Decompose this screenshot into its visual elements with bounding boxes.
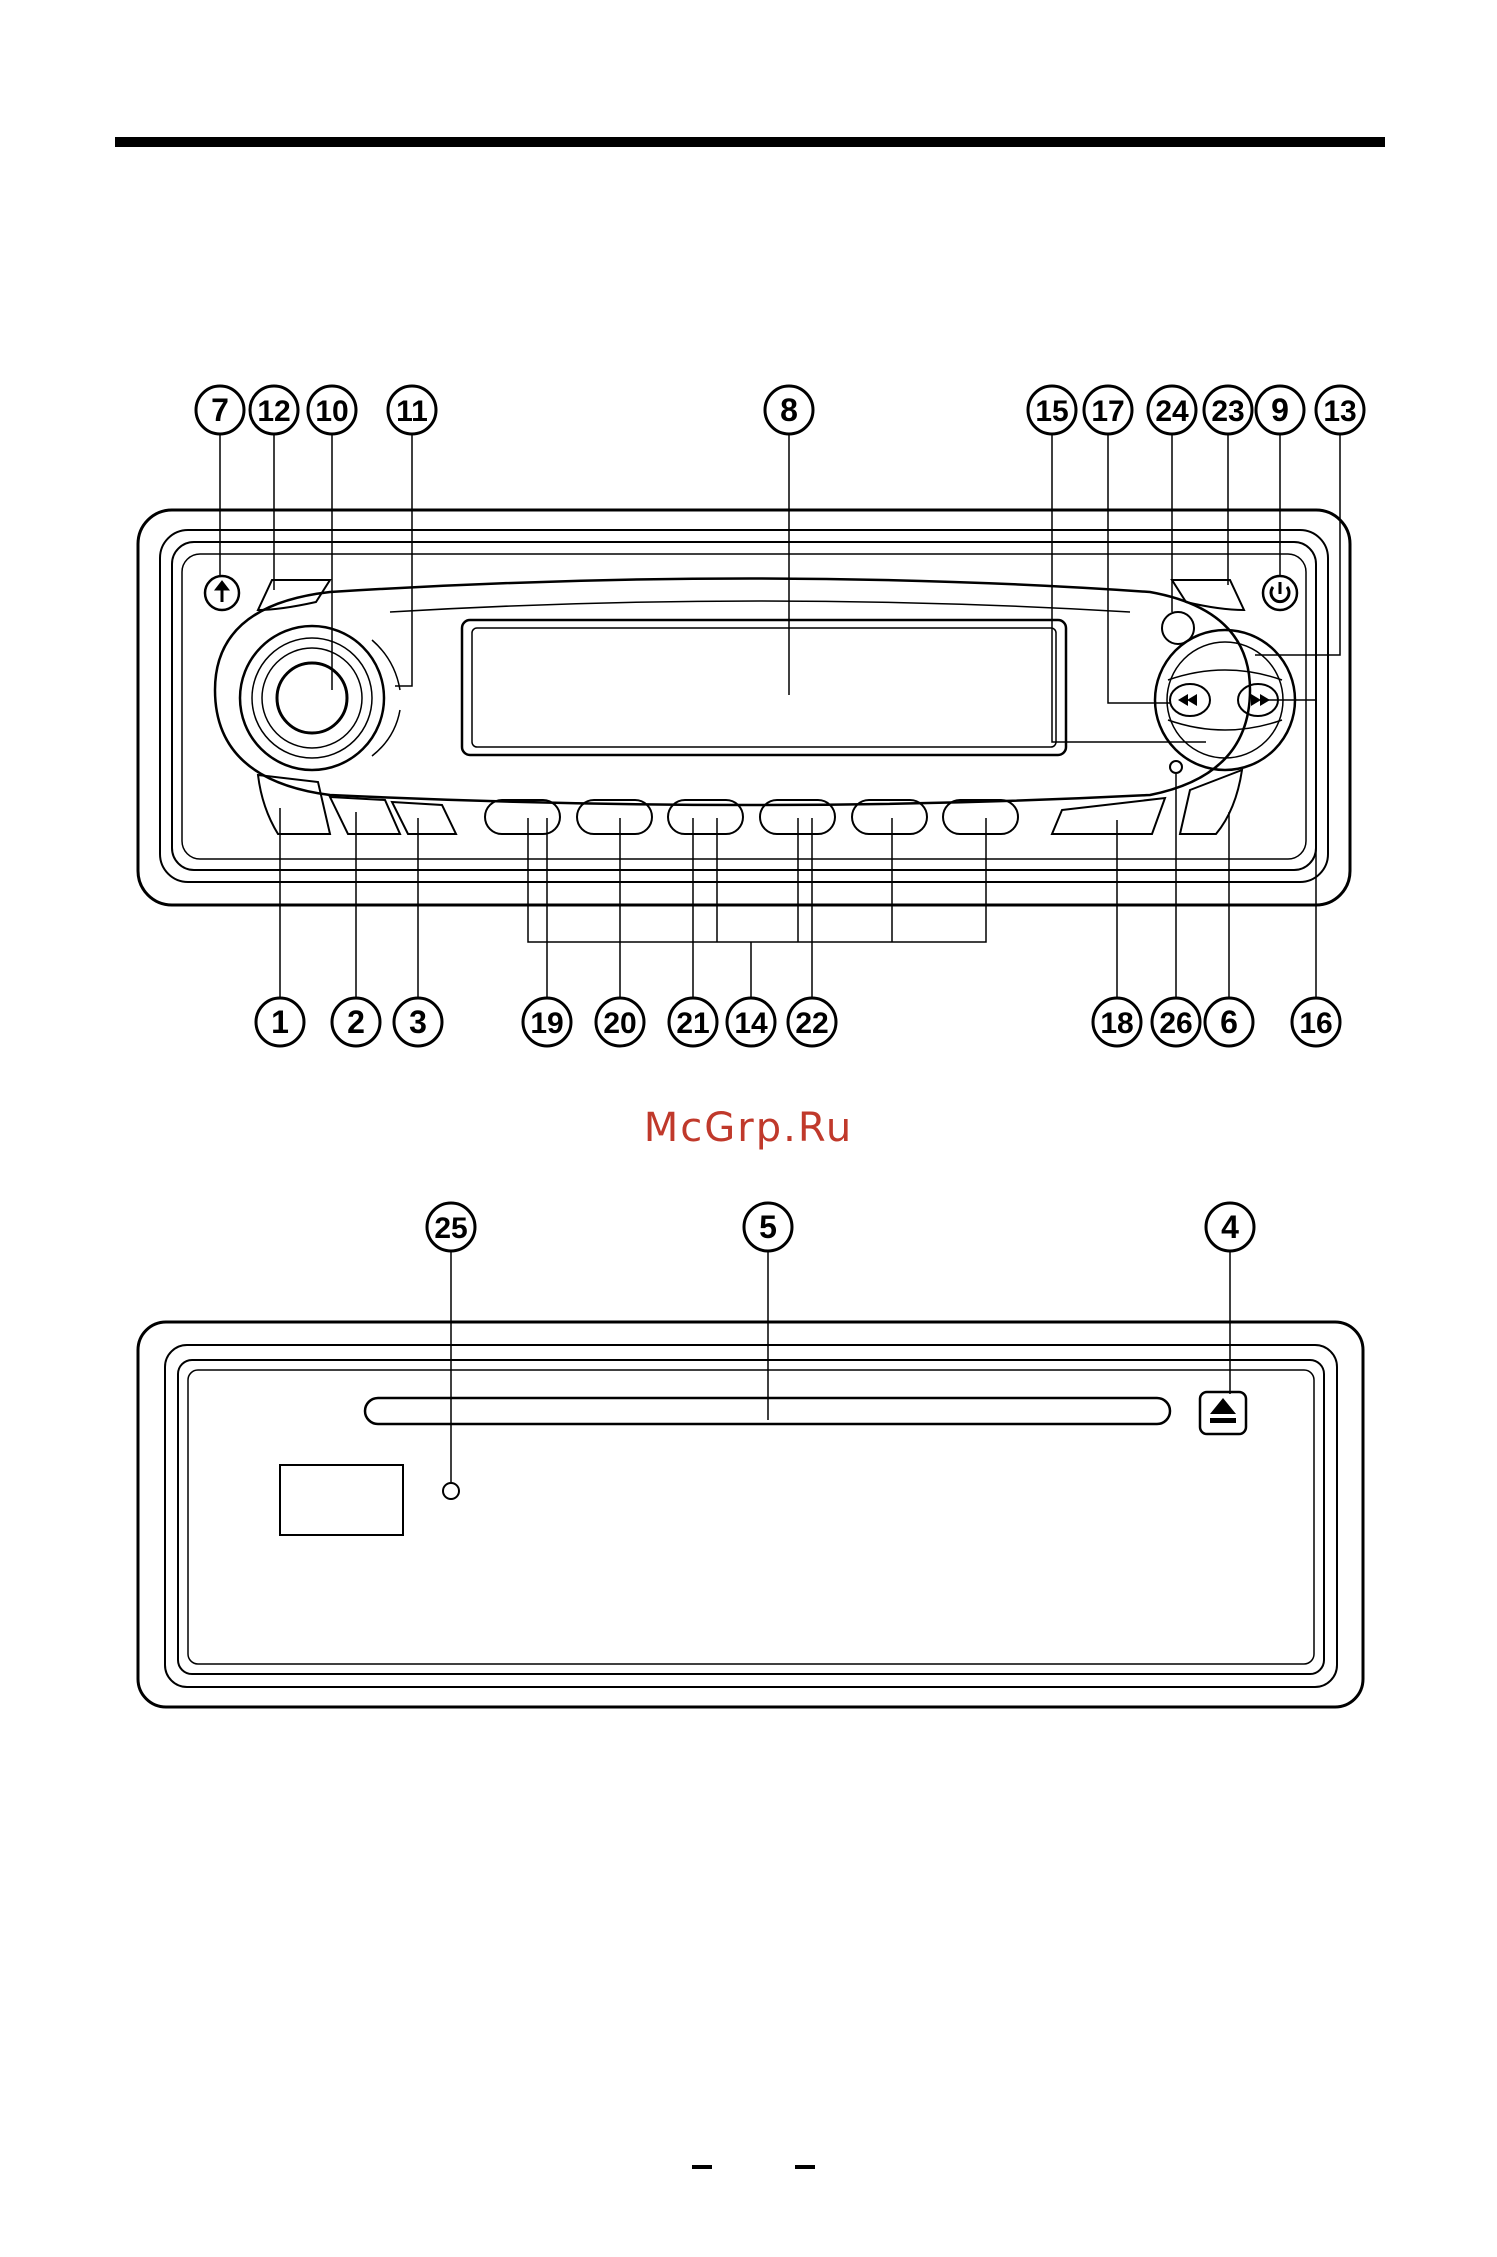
- button-3[interactable]: [392, 802, 456, 834]
- rewind-icon: [1178, 694, 1197, 706]
- callout-label: 6: [1220, 1004, 1238, 1040]
- callout-label: 14: [734, 1007, 768, 1040]
- callout-label: 26: [1159, 1007, 1192, 1040]
- callout-label: 18: [1100, 1007, 1133, 1040]
- callout-15: 15: [1028, 386, 1076, 434]
- callout-label: 8: [780, 392, 798, 428]
- callout-18: 18: [1093, 998, 1141, 1046]
- callout-7: 7: [196, 386, 244, 434]
- button-6[interactable]: [1180, 770, 1242, 834]
- callout-25: 25: [427, 1203, 475, 1251]
- callout-22: 22: [788, 998, 836, 1046]
- mode-button[interactable]: [1172, 580, 1244, 610]
- callout-label: 12: [257, 395, 290, 428]
- callout-24: 24: [1148, 386, 1196, 434]
- callout-13: 13: [1316, 386, 1364, 434]
- cd-panel: [138, 1322, 1363, 1707]
- callout-label: 2: [347, 1004, 365, 1040]
- callout-label: 22: [795, 1007, 828, 1040]
- preset-button-1[interactable]: [485, 800, 560, 834]
- callout-label: 7: [211, 392, 229, 428]
- up-arrow-icon: [215, 581, 229, 602]
- leader-lines-panel: [451, 1247, 1230, 1483]
- page-mark-left: –: [692, 2165, 712, 2169]
- button-18[interactable]: [1052, 798, 1165, 834]
- callout-label: 20: [603, 1007, 636, 1040]
- callout-label: 9: [1271, 392, 1289, 428]
- leader-lines-front: [220, 428, 1340, 1000]
- callout-label: 24: [1155, 395, 1189, 428]
- callout-2: 2: [332, 998, 380, 1046]
- page-mark-right: –: [795, 2165, 815, 2169]
- callout-21: 21: [669, 998, 717, 1046]
- panel-frame-4: [182, 554, 1306, 859]
- watermark: McGrp.Ru: [0, 1105, 1497, 1151]
- callout-label: 17: [1091, 395, 1124, 428]
- display-window-outer: [462, 620, 1066, 755]
- callout-label: 3: [409, 1004, 427, 1040]
- top-rule: [115, 137, 1385, 147]
- reset-hole[interactable]: [1170, 761, 1182, 773]
- callout-label: 23: [1211, 395, 1244, 428]
- volume-knob[interactable]: [277, 663, 347, 733]
- callout-label: 13: [1323, 395, 1356, 428]
- callout-12: 12: [250, 386, 298, 434]
- callout-10: 10: [308, 386, 356, 434]
- callout-20: 20: [596, 998, 644, 1046]
- button-2[interactable]: [330, 797, 400, 834]
- callout-26: 26: [1152, 998, 1200, 1046]
- cd-panel-outer: [138, 1322, 1363, 1707]
- callout-label: 1: [271, 1004, 289, 1040]
- callout-label: 16: [1299, 1007, 1332, 1040]
- callout-17: 17: [1084, 386, 1132, 434]
- front-panel: [138, 510, 1350, 905]
- power-icon: [1271, 582, 1289, 602]
- preset-button-6[interactable]: [943, 800, 1018, 834]
- faceplate-inner-line: [390, 601, 1130, 612]
- callout-label: 5: [759, 1209, 777, 1245]
- callout-label: 4: [1221, 1209, 1239, 1245]
- callout-label: 11: [396, 395, 428, 428]
- volume-knob-ring-2: [252, 638, 372, 758]
- callout-11: 11: [388, 386, 436, 434]
- eject-icon: [1210, 1398, 1236, 1423]
- band-button[interactable]: [258, 580, 330, 610]
- callout-9: 9: [1256, 386, 1304, 434]
- callout-label: 15: [1035, 395, 1068, 428]
- cd-panel-frame-4: [188, 1370, 1314, 1664]
- callout-3: 3: [394, 998, 442, 1046]
- callout-19: 19: [523, 998, 571, 1046]
- button-1[interactable]: [258, 775, 330, 834]
- callout-8: 8: [765, 386, 813, 434]
- callout-23: 23: [1204, 386, 1252, 434]
- callout-label: 25: [434, 1212, 467, 1245]
- cd-panel-frame-2: [165, 1345, 1337, 1687]
- callout-5: 5: [744, 1203, 792, 1251]
- callout-label: 19: [530, 1007, 563, 1040]
- callout-1: 1: [256, 998, 304, 1046]
- callout-16: 16: [1292, 998, 1340, 1046]
- label-window: [280, 1465, 403, 1535]
- callout-6: 6: [1205, 998, 1253, 1046]
- cd-reset-hole[interactable]: [443, 1483, 459, 1499]
- faceplate-body: [215, 579, 1250, 806]
- cd-panel-frame-3: [178, 1360, 1324, 1674]
- display-window-inner: [472, 628, 1056, 747]
- callout-label: 21: [676, 1007, 709, 1040]
- callout-14: 14: [727, 998, 775, 1046]
- callout-4: 4: [1206, 1203, 1254, 1251]
- callout-label: 10: [315, 395, 348, 428]
